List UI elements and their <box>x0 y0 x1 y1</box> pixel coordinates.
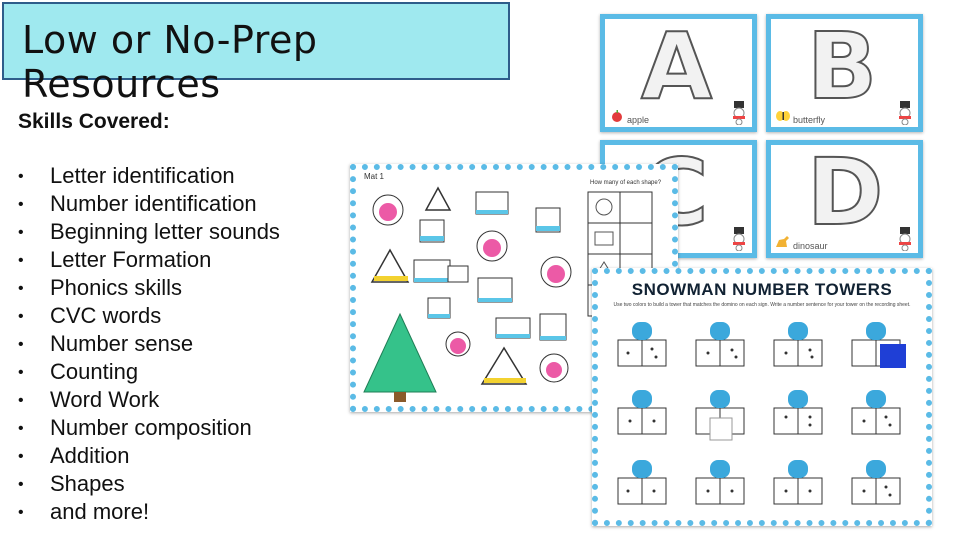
skill-item: •Beginning letter sounds <box>18 219 280 244</box>
snowman-icon <box>899 101 911 125</box>
letter-d-glyph: D <box>806 138 884 247</box>
shape-mat-illustration <box>363 186 653 402</box>
title-banner: Low or No-Prep Resources <box>2 2 510 106</box>
skill-item: •Word Work <box>18 387 160 412</box>
skill-item: •Letter identification <box>18 163 235 188</box>
skills-list: •Letter identification •Number identific… <box>18 162 280 526</box>
letter-card-a: A apple <box>600 12 757 132</box>
dinosaur-icon <box>776 236 789 247</box>
mat-question: How many of each shape? <box>590 180 662 186</box>
mat-label: Mat 1 <box>364 172 385 181</box>
letter-d-word: dinosaur <box>793 241 828 251</box>
skill-item: •Phonics skills <box>18 275 183 300</box>
number-towers-title: SNOWMAN NUMBER TOWERS <box>631 280 893 299</box>
snowman-icon <box>733 101 745 125</box>
letter-card-b: B butterfly <box>766 12 923 132</box>
skill-item: •Counting <box>18 359 139 384</box>
skills-heading: Skills Covered: <box>18 110 170 133</box>
letter-b-word: butterfly <box>793 115 826 125</box>
letter-card-c: C <box>600 138 757 258</box>
number-towers-instructions: Use two colors to build a tower that mat… <box>613 302 911 308</box>
number-towers-grid <box>617 322 906 505</box>
butterfly-icon <box>776 111 790 121</box>
skill-item: •Letter Formation <box>18 247 212 272</box>
skill-item: •Number sense <box>18 331 194 356</box>
letter-b-glyph: B <box>806 12 878 121</box>
skill-item: •CVC words <box>18 303 162 328</box>
skill-item: •and more! <box>18 499 150 524</box>
skill-item: •Shapes <box>18 471 125 496</box>
snowman-icon <box>899 227 911 251</box>
number-towers-sheet: SNOWMAN NUMBER TOWERS Use two colors to … <box>592 268 932 526</box>
letter-card-d: D dinosaur <box>766 138 923 258</box>
apple-icon <box>612 110 622 122</box>
skill-item: •Number identification <box>18 191 257 216</box>
snowman-icon <box>733 227 745 251</box>
slide-title: Low or No-Prep Resources <box>22 18 318 106</box>
letter-a-word: apple <box>627 115 650 125</box>
letter-a-glyph: A <box>640 12 713 121</box>
skill-item: •Addition <box>18 443 130 468</box>
skill-item: •Number composition <box>18 415 252 440</box>
